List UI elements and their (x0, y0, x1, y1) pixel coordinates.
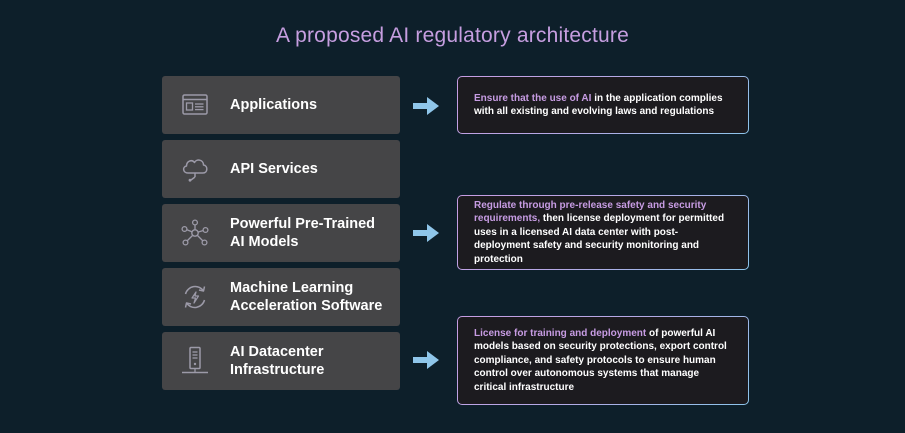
layer-label: AI Datacenter Infrastructure (230, 344, 325, 378)
note-text: License for training and deployment of p… (474, 327, 732, 395)
note-highlight: Regulate through pre-release safety and … (474, 199, 707, 225)
server-rack-icon (180, 346, 210, 376)
application-window-icon (180, 90, 210, 120)
note-applications: Ensure that the use of AI in the applica… (457, 76, 749, 134)
note-highlight: Ensure that the use of AI (474, 92, 592, 104)
layer-ai-models: Powerful Pre-Trained AI Models (162, 204, 400, 262)
layer-label: Applications (230, 97, 318, 113)
note-text: Ensure that the use of AI in the applica… (474, 92, 732, 119)
note-text: Regulate through pre-release safety and … (474, 199, 732, 267)
layer-label: Machine Learning Acceleration Software (230, 280, 383, 314)
note-body: in the application complies with all exi… (474, 92, 723, 118)
layer-ml-acceleration: Machine Learning Acceleration Software (162, 268, 400, 326)
right-arrow-icon (413, 224, 439, 242)
right-arrow-icon (413, 351, 439, 369)
layer-label: API Services (230, 161, 318, 177)
note-highlight: License for training and deployment (474, 327, 647, 339)
neural-network-icon (180, 218, 210, 248)
right-arrow-icon (413, 97, 439, 115)
cycle-acceleration-icon (180, 282, 210, 312)
layer-datacenter: AI Datacenter Infrastructure (162, 332, 400, 390)
layer-applications: Applications (162, 76, 400, 134)
layer-api-services: API Services (162, 140, 400, 198)
cloud-api-icon (180, 154, 210, 184)
note-datacenter: License for training and deployment of p… (457, 316, 749, 405)
layer-label: Powerful Pre-Trained AI Models (230, 216, 376, 250)
note-body: then license deployment for permitted us… (474, 213, 725, 265)
note-ai-models: Regulate through pre-release safety and … (457, 195, 749, 270)
note-body: of powerful AI models based on security … (474, 327, 727, 393)
diagram-title: A proposed AI regulatory architecture (276, 24, 629, 47)
